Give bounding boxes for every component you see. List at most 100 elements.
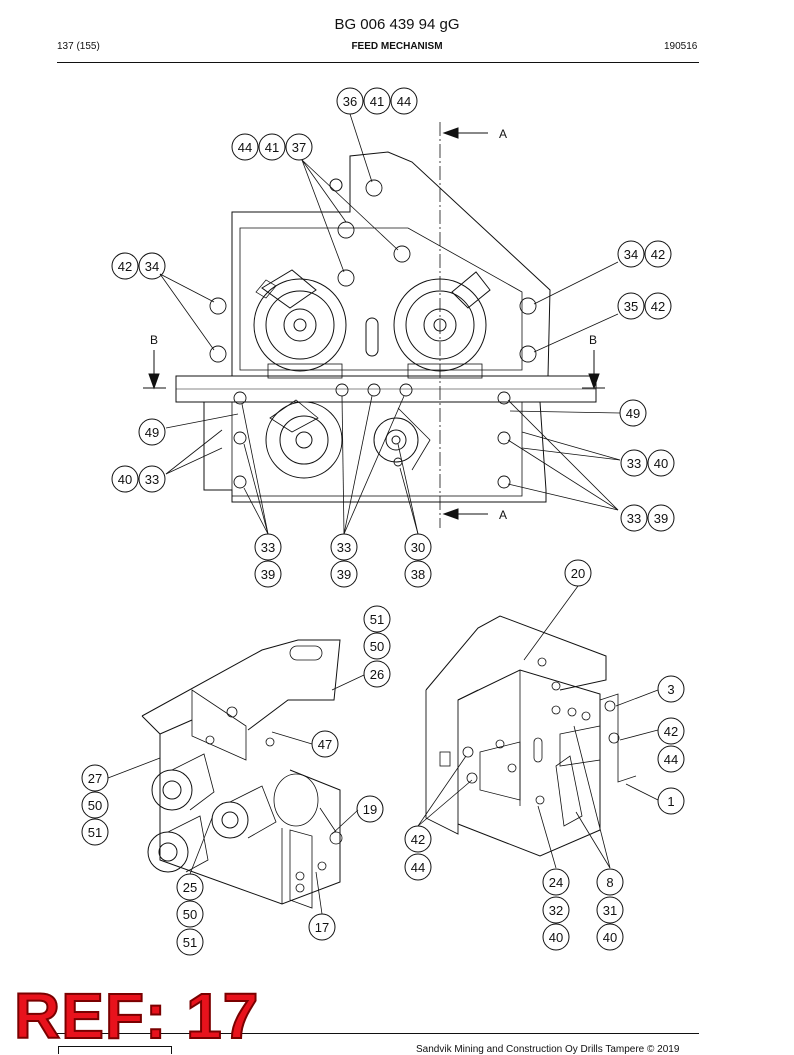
part-callout: 50 <box>363 632 391 660</box>
header-rule <box>57 62 699 63</box>
svg-text:49: 49 <box>626 406 640 421</box>
part-callout: 33 <box>254 533 282 561</box>
part-callout: 40 <box>596 923 624 951</box>
view-marker-b-left: B <box>150 333 158 347</box>
part-callout: 40 <box>111 465 139 493</box>
svg-text:44: 44 <box>397 94 411 109</box>
svg-text:20: 20 <box>571 566 585 581</box>
footer-rule <box>57 1033 699 1034</box>
part-callout: 24 <box>542 868 570 896</box>
svg-text:33: 33 <box>627 456 641 471</box>
svg-text:49: 49 <box>145 425 159 440</box>
svg-text:47: 47 <box>318 737 332 752</box>
svg-text:42: 42 <box>118 259 132 274</box>
svg-text:33: 33 <box>337 540 351 555</box>
svg-text:24: 24 <box>549 875 563 890</box>
part-callout: 35 <box>617 292 645 320</box>
svg-text:39: 39 <box>654 511 668 526</box>
svg-text:42: 42 <box>651 247 665 262</box>
footer-copyright: Sandvik Mining and Construction Oy Drill… <box>416 1044 680 1055</box>
svg-text:39: 39 <box>261 567 275 582</box>
part-callout: 51 <box>81 818 109 846</box>
part-callout: 39 <box>330 560 358 588</box>
part-callout: 17 <box>308 913 336 941</box>
part-callout: 49 <box>619 399 647 427</box>
part-callout: 42 <box>644 292 672 320</box>
svg-text:44: 44 <box>664 752 678 767</box>
part-callout: 26 <box>363 660 391 688</box>
svg-text:40: 40 <box>118 472 132 487</box>
part-callout: 51 <box>176 928 204 956</box>
svg-text:27: 27 <box>88 771 102 786</box>
part-callout: 50 <box>176 900 204 928</box>
svg-text:50: 50 <box>370 639 384 654</box>
part-callout: 25 <box>176 873 204 901</box>
part-callout: 42 <box>644 240 672 268</box>
svg-text:51: 51 <box>370 612 384 627</box>
part-callout: 38 <box>404 560 432 588</box>
svg-text:8: 8 <box>606 875 613 890</box>
svg-text:30: 30 <box>411 540 425 555</box>
part-callout: 37 <box>285 133 313 161</box>
svg-text:50: 50 <box>88 798 102 813</box>
part-callout: 20 <box>564 559 592 587</box>
svg-text:33: 33 <box>261 540 275 555</box>
svg-text:33: 33 <box>627 511 641 526</box>
part-callout: 27 <box>81 764 109 792</box>
part-callout: 40 <box>542 923 570 951</box>
svg-text:42: 42 <box>411 832 425 847</box>
callouts-top: 36 41 44 44 41 37 42 34 34 42 35 42 49 4… <box>111 87 675 588</box>
svg-text:51: 51 <box>88 825 102 840</box>
part-callout: 34 <box>617 240 645 268</box>
part-callout: 42 <box>111 252 139 280</box>
part-callout: 42 <box>657 717 685 745</box>
svg-text:44: 44 <box>238 140 252 155</box>
part-callout: 51 <box>363 605 391 633</box>
svg-text:34: 34 <box>624 247 638 262</box>
svg-text:42: 42 <box>651 299 665 314</box>
ref-stamp: REF: 17 <box>13 980 260 1052</box>
part-callout: 41 <box>363 87 391 115</box>
part-callout: 44 <box>657 745 685 773</box>
part-callout: 50 <box>81 791 109 819</box>
part-callout: 34 <box>138 252 166 280</box>
part-callout: 1 <box>657 787 685 815</box>
svg-text:38: 38 <box>411 567 425 582</box>
part-callout: 32 <box>542 896 570 924</box>
part-callout: 8 <box>596 868 624 896</box>
svg-text:40: 40 <box>603 930 617 945</box>
svg-text:40: 40 <box>654 456 668 471</box>
iso-guide-plate-view <box>425 615 637 857</box>
svg-text:50: 50 <box>183 907 197 922</box>
svg-text:1: 1 <box>667 794 674 809</box>
part-callout: 39 <box>254 560 282 588</box>
part-callout: 44 <box>231 133 259 161</box>
part-callout: 33 <box>620 504 648 532</box>
callouts-bottom-left: 51 50 26 47 27 50 51 19 25 50 51 17 <box>81 605 391 956</box>
part-callout: 40 <box>647 449 675 477</box>
part-callout: 49 <box>138 418 166 446</box>
view-marker-a-top: A <box>499 127 507 141</box>
svg-text:19: 19 <box>363 802 377 817</box>
footer-logo <box>58 1046 172 1054</box>
part-callout: 3 <box>657 675 685 703</box>
svg-text:3: 3 <box>667 682 674 697</box>
page-number: 137 (155) <box>57 41 100 52</box>
leader-lines <box>107 113 659 915</box>
svg-text:41: 41 <box>265 140 279 155</box>
part-callout: 19 <box>356 795 384 823</box>
svg-text:39: 39 <box>337 567 351 582</box>
part-callout: 44 <box>390 87 418 115</box>
svg-text:34: 34 <box>145 259 159 274</box>
svg-text:35: 35 <box>624 299 638 314</box>
svg-text:17: 17 <box>315 920 329 935</box>
svg-text:44: 44 <box>411 860 425 875</box>
part-callout: 33 <box>620 449 648 477</box>
part-callout: 31 <box>596 896 624 924</box>
part-callout: 33 <box>138 465 166 493</box>
part-callout: 36 <box>336 87 364 115</box>
svg-text:26: 26 <box>370 667 384 682</box>
svg-text:36: 36 <box>343 94 357 109</box>
top-assembly-view <box>143 122 605 528</box>
